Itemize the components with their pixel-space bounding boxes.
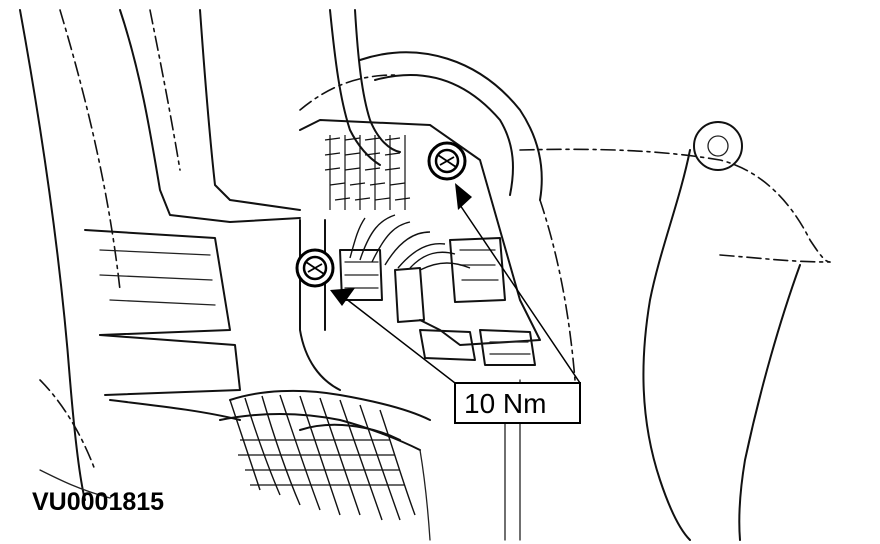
right-bracket [519, 121, 831, 541]
arrow-to-upper-bolt [455, 183, 581, 384]
figure-id-label: VU0001815 [32, 488, 164, 516]
arrow-to-lower-bolt [330, 288, 456, 384]
left-trim-panel [19, 9, 301, 501]
wire-bundle-upper [349, 214, 471, 271]
mounting-hole-icon [693, 121, 743, 171]
torque-callout: 10 Nm [454, 382, 581, 424]
wire-bundle-lower [219, 379, 521, 541]
torque-label: 10 Nm [464, 388, 546, 419]
bolt-lower-left [295, 248, 335, 288]
harness-conduit [299, 9, 543, 201]
bolt-upper-right [427, 141, 467, 181]
connector-housing [299, 119, 541, 391]
